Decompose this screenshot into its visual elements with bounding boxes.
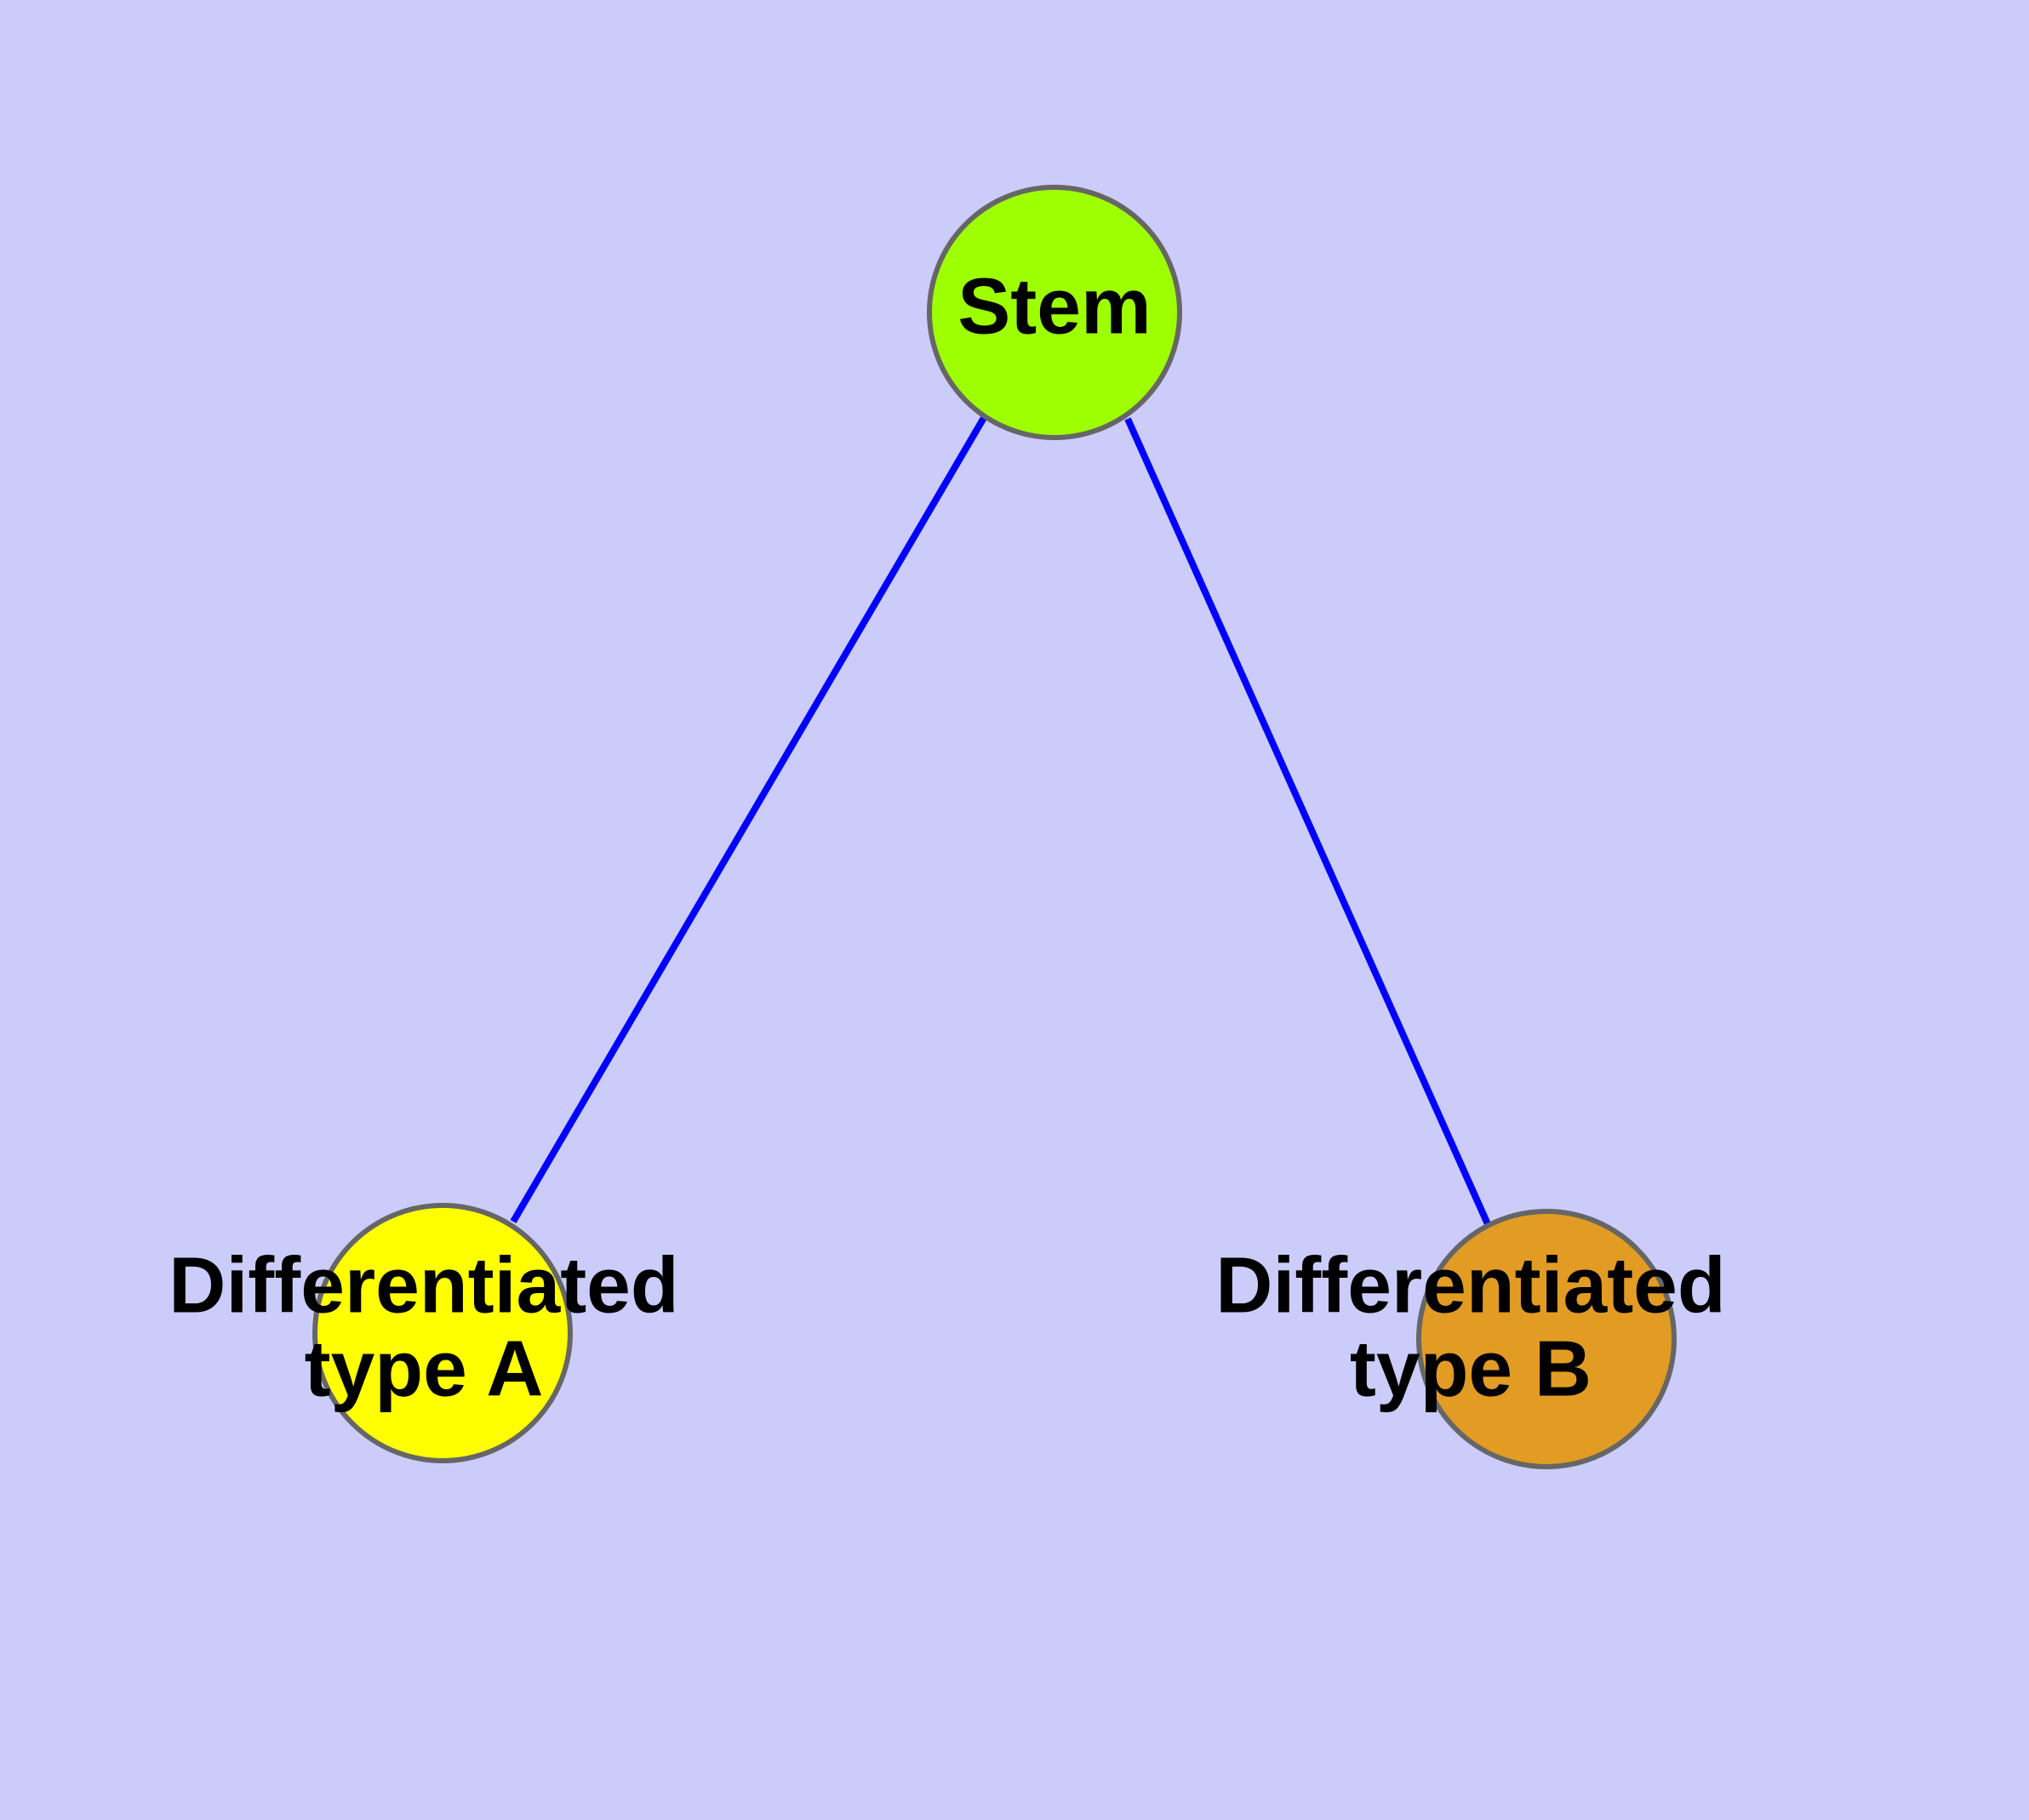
edge-stem-to-diff-b[interactable] — [1124, 417, 1491, 1226]
node-diff-a[interactable] — [312, 1203, 573, 1463]
nodes-layer — [312, 185, 1677, 1469]
node-diff-b[interactable] — [1416, 1209, 1677, 1469]
node-label-line: Differentiated — [1215, 1241, 1725, 1330]
edge-stem-to-diff-a[interactable] — [510, 414, 988, 1224]
node-stem[interactable] — [927, 185, 1182, 440]
node-label-stem: Stem — [957, 262, 1151, 351]
node-label-line: type A — [305, 1325, 544, 1413]
node-label-line: type B — [1350, 1325, 1592, 1413]
node-label-line: Differentiated — [169, 1241, 678, 1330]
node-label-line: Stem — [957, 262, 1151, 351]
edges-layer — [510, 414, 1491, 1226]
